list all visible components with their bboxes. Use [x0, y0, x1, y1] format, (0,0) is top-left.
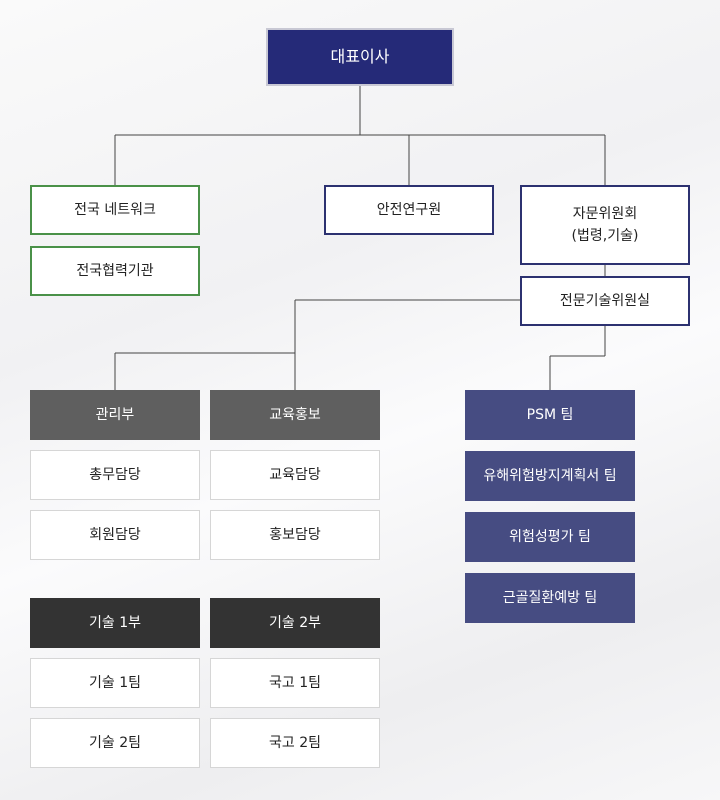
safety-institute-label: 안전연구원	[376, 202, 442, 218]
tech1-dept-box: 기술 1부	[30, 598, 200, 648]
tech-team2-label: 기술 2팀	[89, 735, 141, 751]
membership-label: 회원담당	[89, 527, 141, 543]
national-fund-team2-label: 국고 2팀	[269, 735, 321, 751]
hazard-prevention-team-label: 유해위험방지계획서 팀	[483, 468, 617, 484]
risk-assessment-team-box: 위험성평가 팀	[465, 512, 635, 562]
national-fund-team1-label: 국고 1팀	[269, 675, 321, 691]
tech-team1-label: 기술 1팀	[89, 675, 141, 691]
tech2-dept-label: 기술 2부	[269, 615, 321, 631]
pr-team-label: 홍보담당	[269, 527, 321, 543]
membership-box: 회원담당	[30, 510, 200, 560]
expert-committee-label: 전문기술위원실	[559, 293, 651, 309]
advisory-committee-label: 자문위원회 (법령,기술)	[571, 206, 639, 244]
musculoskeletal-prevention-team-label: 근골질환예방 팀	[502, 590, 598, 606]
education-dept-label: 교육홍보	[269, 407, 321, 423]
tech-team2-box: 기술 2팀	[30, 718, 200, 768]
national-partners-label: 전국협력기관	[76, 263, 154, 279]
education-team-label: 교육담당	[269, 467, 321, 483]
education-team-box: 교육담당	[210, 450, 380, 500]
tech2-dept-box: 기술 2부	[210, 598, 380, 648]
musculoskeletal-prevention-team-box: 근골질환예방 팀	[465, 573, 635, 623]
national-network-box: 전국 네트워크	[30, 185, 200, 235]
education-dept-box: 교육홍보	[210, 390, 380, 440]
ceo-box: 대표이사	[266, 28, 454, 86]
expert-committee-box: 전문기술위원실	[520, 276, 690, 326]
management-dept-box: 관리부	[30, 390, 200, 440]
general-affairs-label: 총무담당	[89, 467, 141, 483]
safety-institute-box: 안전연구원	[324, 185, 494, 235]
tech-team1-box: 기술 1팀	[30, 658, 200, 708]
risk-assessment-team-label: 위험성평가 팀	[509, 529, 591, 545]
national-fund-team2-box: 국고 2팀	[210, 718, 380, 768]
national-partners-box: 전국협력기관	[30, 246, 200, 296]
hazard-prevention-team-box: 유해위험방지계획서 팀	[465, 451, 635, 501]
national-network-label: 전국 네트워크	[74, 202, 156, 218]
tech1-dept-label: 기술 1부	[89, 615, 141, 631]
psm-team-box: PSM 팀	[465, 390, 635, 440]
national-fund-team1-box: 국고 1팀	[210, 658, 380, 708]
management-dept-label: 관리부	[95, 407, 135, 423]
pr-team-box: 홍보담당	[210, 510, 380, 560]
ceo-label: 대표이사	[330, 47, 390, 66]
general-affairs-box: 총무담당	[30, 450, 200, 500]
psm-team-label: PSM 팀	[526, 407, 574, 423]
advisory-committee-box: 자문위원회 (법령,기술)	[520, 185, 690, 265]
